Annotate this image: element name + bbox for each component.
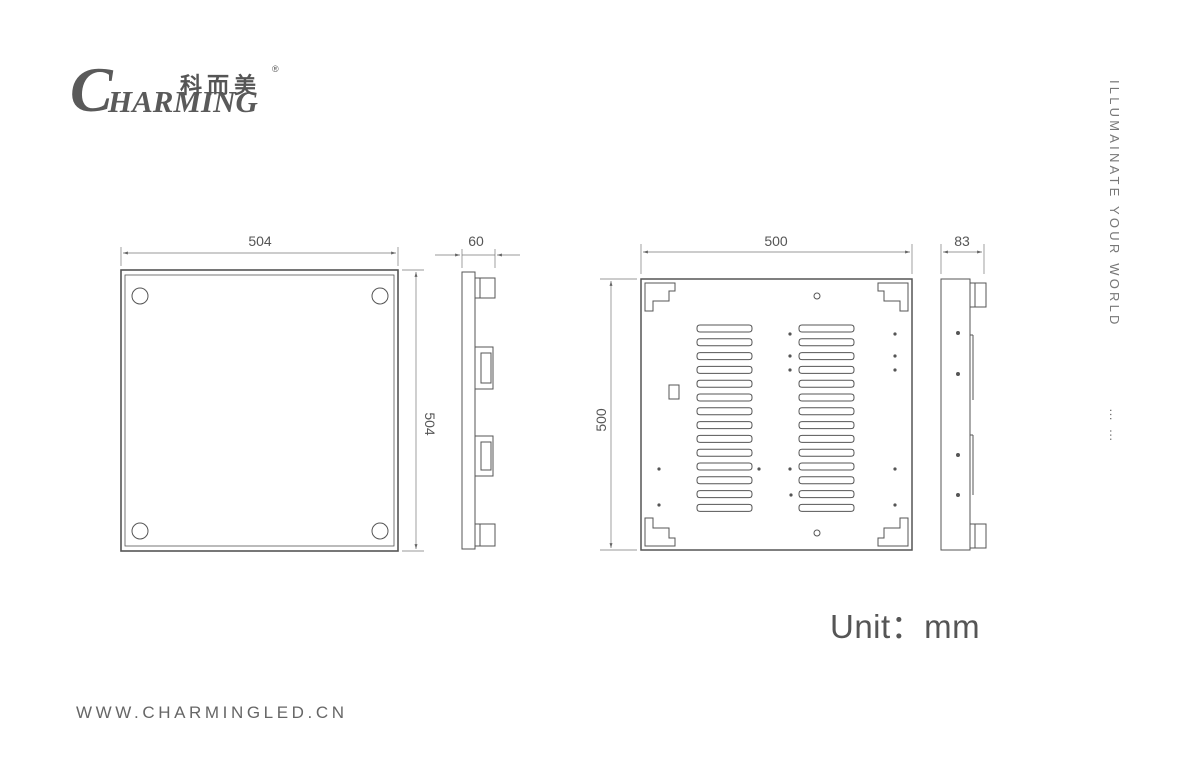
vent-slot [798,393,855,402]
mounting-hole [657,467,661,471]
side-view-front [461,271,496,550]
vent-slot [696,365,753,374]
registered-mark: ® [272,64,279,74]
mounting-hole [788,368,792,372]
vent-slot [696,503,753,512]
vent-slot [798,365,855,374]
mounting-hole [893,503,897,507]
front-height-label: 504 [422,412,438,436]
slogan: ILLUMAINATE YOUR WORLD [1107,80,1122,328]
front-width-dimension [120,247,399,266]
vent-slot [696,338,753,347]
vent-slot [798,434,855,443]
back-width-label: 500 [764,233,788,249]
back-view [640,278,913,551]
vent-slot [696,324,753,333]
vent-slot [696,476,753,485]
vent-slot [696,434,753,443]
logo-chinese-name: 科而美 [180,74,262,99]
vent-slot [798,490,855,499]
mounting-hole [893,467,897,471]
front-width-label: 504 [248,233,272,249]
vent-slots [696,324,855,512]
mounting-hole [788,467,792,471]
vent-slot [798,338,855,347]
vent-slot [798,421,855,430]
vent-slot [696,490,753,499]
back-width-dimension [640,244,913,274]
logo-letter-c: C [70,54,113,125]
mounting-hole [657,503,661,507]
mounting-hole [893,368,897,372]
vent-slot [798,462,855,471]
front-height-dimension [402,269,424,552]
website-url[interactable]: WWW.CHARMINGLED.CN [76,703,348,722]
mounting-hole [788,332,792,336]
vent-slot [798,324,855,333]
vent-slot [798,379,855,388]
vent-slot [696,393,753,402]
side-front-depth-dimension [435,249,520,268]
vent-slot [696,352,753,361]
vent-slot [798,476,855,485]
vent-slot [798,503,855,512]
vent-slot [696,462,753,471]
side-back-depth-label: 83 [954,233,970,249]
vent-slot [798,407,855,416]
mounting-hole [788,354,792,358]
vent-slot [696,407,753,416]
vent-slot [696,379,753,388]
mounting-hole [893,332,897,336]
side-back-depth-dimension [940,244,985,274]
mounting-hole [893,354,897,358]
back-height-label: 500 [593,408,609,432]
side-front-depth-label: 60 [468,233,484,249]
vent-slot [798,448,855,457]
mounting-hole [789,493,793,497]
vent-slot [798,352,855,361]
vent-slot [696,448,753,457]
side-view-back [940,278,987,551]
logo-wordmark: HARMING [108,84,258,119]
unit-label: Unit：mm [830,608,981,645]
mounting-holes [657,332,897,507]
front-view [120,269,399,552]
back-height-dimension [600,278,637,551]
slogan-dots: … … [1107,408,1122,444]
mounting-hole [757,467,761,471]
vent-slot [696,421,753,430]
